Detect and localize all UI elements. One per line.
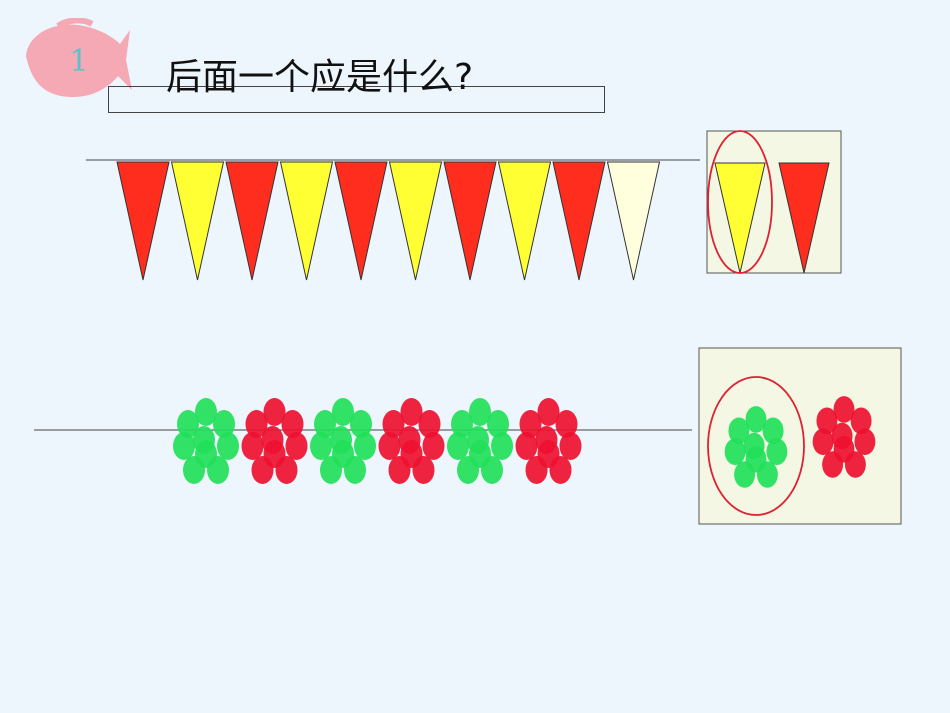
flower-row-group (34, 347, 902, 525)
answer-box[interactable] (108, 86, 605, 113)
pennant-sequence (116, 161, 661, 281)
pennant-flag-yellow (388, 161, 443, 281)
pennant-row-group (86, 130, 842, 281)
pennant-flag-pale-yellow (606, 161, 661, 281)
pennant-flag-yellow (279, 161, 334, 281)
pennant-flag-red (443, 161, 497, 281)
pennant-answer-options (714, 162, 830, 274)
flower-option-red (812, 396, 876, 478)
flower-red (515, 398, 582, 484)
pennant-option-yellow (714, 162, 766, 274)
flower-sequence (173, 398, 582, 484)
flower-green (173, 398, 239, 484)
pennant-option-red (778, 162, 830, 274)
flower-selection-circle (707, 376, 805, 516)
flower-green (310, 398, 376, 484)
pennant-flag-yellow (170, 161, 225, 281)
badge-number: 1 (69, 44, 89, 79)
question-title: 后面一个应是什么? (166, 57, 474, 98)
flower-red (241, 398, 308, 484)
pennant-flag-red (116, 161, 170, 281)
pennant-flag-red (334, 161, 388, 281)
fish-icon (26, 18, 132, 98)
pennant-flag-yellow (497, 161, 552, 281)
pennant-selection-circle (707, 130, 773, 274)
flower-red (378, 398, 445, 484)
pennant-flag-red (552, 161, 606, 281)
flower-green (447, 398, 513, 484)
flower-answer-options (724, 396, 876, 488)
pennant-flag-red (225, 161, 279, 281)
flower-option-green (724, 406, 788, 488)
